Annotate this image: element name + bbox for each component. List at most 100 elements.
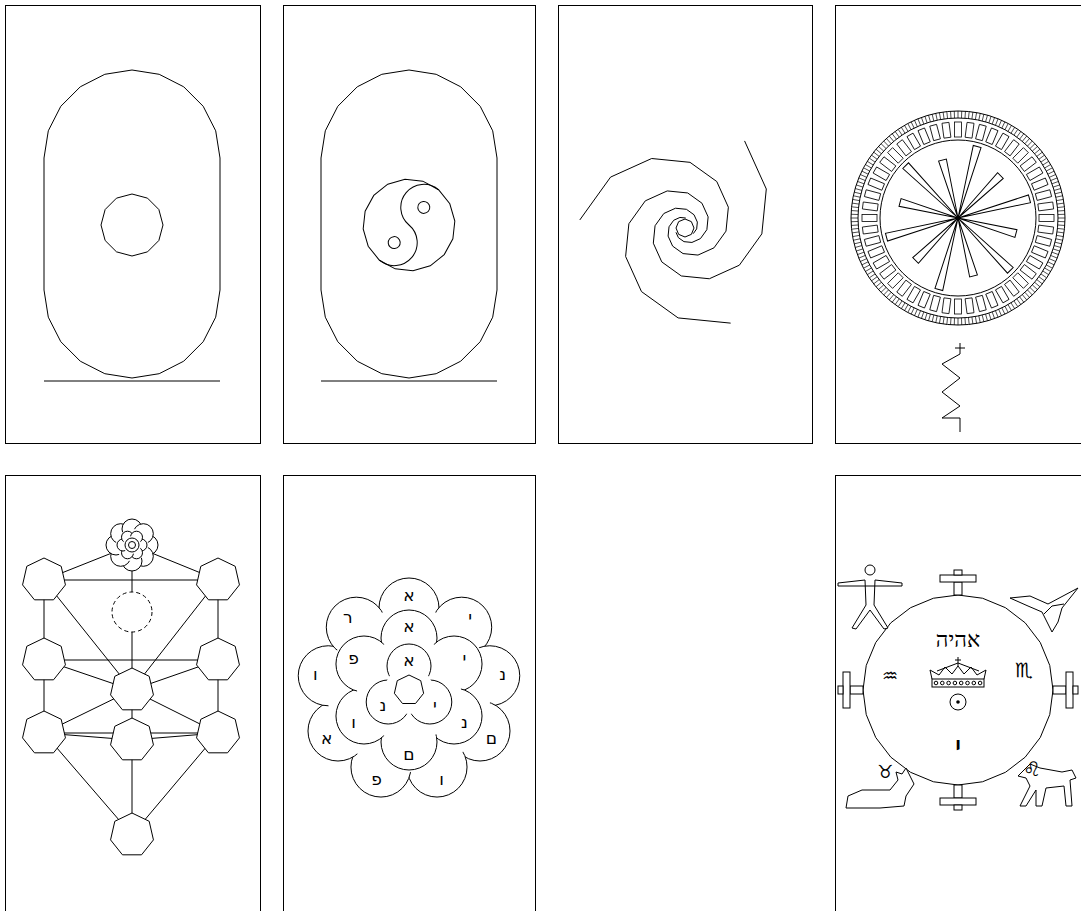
wheel-symbol bbox=[852, 203, 859, 205]
wheel-symbol bbox=[888, 148, 904, 164]
wheel-symbol bbox=[865, 165, 871, 169]
wheel-symbol bbox=[908, 124, 911, 130]
cherubic-circle bbox=[838, 686, 843, 694]
wheel-symbol bbox=[889, 295, 893, 300]
yin-yang-symbol bbox=[344, 160, 474, 290]
wheel-symbol bbox=[1057, 203, 1064, 205]
wheel-symbol bbox=[853, 235, 860, 236]
wheel-symbol bbox=[1020, 134, 1024, 140]
panel-frame bbox=[6, 6, 261, 444]
wheel-symbol bbox=[1058, 214, 1065, 215]
zigzag-symbol bbox=[942, 343, 960, 432]
wheel-symbol bbox=[1056, 239, 1063, 240]
wheel-symbol bbox=[975, 316, 976, 323]
wheel-symbol bbox=[932, 315, 934, 322]
wheel-symbol bbox=[885, 214, 959, 241]
wheel-symbol bbox=[1005, 306, 1008, 312]
wheel-symbol bbox=[942, 298, 951, 314]
wheel-symbol bbox=[854, 192, 861, 194]
veil-letter: נ bbox=[499, 665, 506, 682]
wheel-symbol bbox=[943, 112, 945, 119]
wheel-symbol bbox=[1046, 265, 1052, 268]
veil-flower bbox=[357, 638, 461, 742]
tree-of-life bbox=[197, 558, 240, 600]
wheel-symbol bbox=[1035, 236, 1051, 247]
wheel-symbol bbox=[1055, 192, 1062, 194]
wheel-symbol bbox=[992, 312, 994, 319]
point-circle bbox=[101, 194, 163, 256]
wheel-symbol bbox=[853, 239, 860, 240]
wheel-symbol bbox=[865, 268, 871, 272]
wheel-symbol bbox=[1058, 210, 1065, 211]
veil-letter: נ bbox=[461, 714, 468, 731]
wheel-symbol bbox=[864, 265, 870, 268]
veil-letter: נ bbox=[380, 697, 387, 714]
wheel-symbol bbox=[874, 280, 880, 284]
veil-letter: י bbox=[468, 609, 472, 626]
wheel-symbol bbox=[1002, 122, 1005, 128]
wheel-symbol bbox=[864, 168, 870, 171]
wheel-symbol bbox=[853, 199, 860, 200]
panel-frame bbox=[836, 6, 1081, 444]
wheel-symbol bbox=[939, 316, 940, 323]
wheel-symbol bbox=[921, 117, 923, 124]
wheel-symbol bbox=[851, 111, 1065, 325]
crown-symbol bbox=[958, 657, 959, 666]
wheel-symbol bbox=[939, 159, 962, 219]
wheel-symbol bbox=[869, 158, 875, 162]
panel-frame bbox=[284, 6, 536, 444]
wheel-symbol bbox=[1025, 138, 1030, 143]
wheel-symbol bbox=[854, 242, 861, 244]
wheel-symbol bbox=[862, 262, 868, 265]
wheel-symbol bbox=[873, 255, 889, 269]
wheel-symbol bbox=[1056, 199, 1063, 200]
zigzag-symbol bbox=[942, 343, 965, 432]
wheel-symbol bbox=[880, 265, 896, 280]
tree-of-life bbox=[112, 592, 152, 632]
wheel-symbol bbox=[1041, 274, 1047, 278]
wheel-symbol bbox=[1031, 178, 1048, 190]
wheel-symbol bbox=[876, 149, 881, 153]
wheel-symbol bbox=[852, 231, 859, 233]
wheel-symbol bbox=[976, 295, 987, 311]
wheel-symbol bbox=[964, 111, 965, 118]
wheel-symbol bbox=[995, 286, 1009, 302]
wheel-symbol bbox=[1025, 292, 1030, 297]
wheel-symbol bbox=[881, 287, 886, 292]
wheel-symbol bbox=[1035, 190, 1051, 201]
eagle-figure bbox=[1044, 604, 1064, 614]
crown-symbol bbox=[930, 657, 986, 687]
zodiac-sign: ♏ bbox=[1015, 660, 1033, 680]
zigzag-symbol bbox=[955, 348, 965, 349]
wheel-symbol bbox=[936, 113, 937, 120]
spiral-symbol bbox=[676, 219, 694, 237]
wheel-symbol bbox=[851, 210, 858, 211]
man-figure bbox=[838, 580, 902, 629]
wheel-symbol bbox=[851, 221, 858, 222]
wheel-symbol bbox=[1020, 157, 1036, 172]
egg-shape bbox=[321, 70, 497, 378]
wheel-symbol bbox=[1037, 280, 1043, 284]
wheel-symbol bbox=[889, 136, 893, 141]
wheel-symbol bbox=[851, 111, 1065, 325]
wheel-symbol bbox=[930, 124, 941, 140]
wheel-symbol bbox=[1057, 231, 1064, 233]
wheel-symbol bbox=[857, 181, 864, 183]
wheel-symbol bbox=[935, 217, 962, 291]
wheel-symbol bbox=[976, 124, 987, 140]
wheel-symbol bbox=[1053, 185, 1060, 187]
wheel-symbol bbox=[964, 318, 965, 325]
wheel-symbol bbox=[886, 292, 891, 297]
sun-symbol bbox=[956, 700, 960, 704]
wheel-symbol bbox=[911, 308, 914, 314]
wheel-symbol bbox=[868, 178, 885, 190]
wheel-symbol bbox=[1020, 297, 1024, 303]
wheel-symbol bbox=[1052, 181, 1059, 183]
veil-flower bbox=[385, 666, 433, 714]
wheel-symbol bbox=[992, 117, 994, 124]
wheel-symbol bbox=[1039, 215, 1054, 222]
wheel-symbol bbox=[1026, 167, 1042, 181]
wheel-symbol bbox=[864, 236, 880, 247]
wheel-symbol bbox=[1017, 131, 1021, 137]
wheel-symbol bbox=[1049, 259, 1055, 262]
